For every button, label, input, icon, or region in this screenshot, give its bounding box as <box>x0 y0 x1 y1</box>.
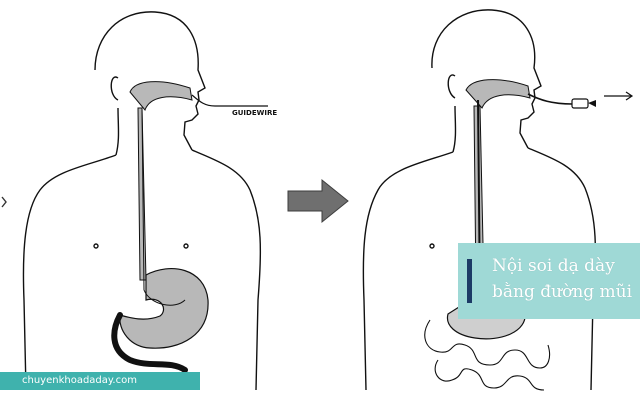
caption-accent-bar <box>467 259 472 303</box>
left-torso-outline-right <box>191 149 262 391</box>
left-figure <box>22 11 262 391</box>
watermark-banner: chuyenkhoadaday.com <box>0 372 200 390</box>
right-torso-outline <box>362 151 454 391</box>
left-guidewire <box>141 107 186 306</box>
left-digestive-tract: GUIDEWIRE <box>111 81 277 373</box>
right-nasal-passage <box>465 79 531 109</box>
left-neck-back <box>115 107 120 156</box>
left-guidewire-external <box>191 94 268 107</box>
caption-line-1: Nội soi dạ dày <box>492 256 615 276</box>
endoscope-tip <box>588 100 596 107</box>
left-nipple-l <box>93 243 99 249</box>
process-arrow <box>287 178 349 224</box>
left-ear <box>110 76 119 101</box>
right-ear <box>447 74 456 99</box>
right-intestines <box>424 319 551 391</box>
caption-line-2: bằng đường mũi <box>492 282 633 302</box>
guidewire-label: GUIDEWIRE <box>232 109 277 117</box>
left-nipple-r <box>183 243 189 249</box>
withdraw-arrow <box>604 91 634 101</box>
endoscope-handle <box>571 98 589 109</box>
caption-box: Nội soi dạ dày bằng đường mũi <box>458 243 640 319</box>
right-neck-back <box>452 105 457 153</box>
right-endoscope-external <box>527 93 573 105</box>
left-torso-outline <box>22 154 117 391</box>
left-stomach <box>119 268 209 349</box>
right-nipple-l <box>429 243 435 249</box>
left-head-outline <box>94 11 206 151</box>
right-head-outline <box>431 9 542 149</box>
left-edge-chevron <box>1 196 7 208</box>
left-nasal-passage <box>129 81 193 111</box>
left-duodenum <box>111 312 188 373</box>
